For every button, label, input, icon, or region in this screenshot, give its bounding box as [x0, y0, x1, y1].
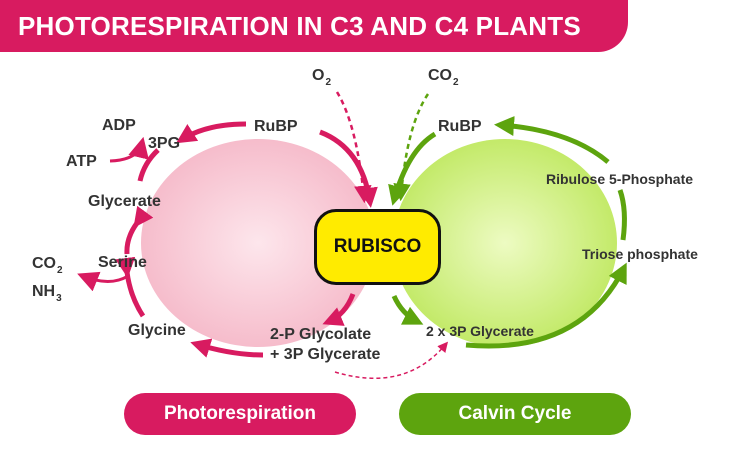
- label-nh3-out: NH3: [32, 283, 62, 304]
- photorespiration-pill-label: Photorespiration: [163, 403, 316, 424]
- photorespiration-pill: Photorespiration: [124, 393, 356, 435]
- calvin-blob: [393, 139, 617, 347]
- title-banner: PHOTORESPIRATION IN C3 AND C4 PLANTS: [0, 0, 628, 52]
- label-triose-phosphate: Triose phosphate: [582, 246, 698, 262]
- cycle-arc-glycerate-serine: [124, 205, 154, 255]
- label-rubp-right: RuBP: [438, 118, 482, 135]
- label-atp: ATP: [66, 153, 97, 170]
- calvin-cycle-pill: Calvin Cycle: [399, 393, 631, 435]
- calvin-arc-glycerate-to-triose: [465, 262, 627, 349]
- glycerate-transfer-arrow: [334, 341, 449, 379]
- label-o2-input: O2: [312, 67, 332, 88]
- cycle-arc-rubp-to-3pg: [175, 121, 247, 144]
- calvin-arc-triose-to-ribulose: [617, 189, 627, 241]
- calvin-arc-ribulose-to-rubp: [494, 116, 610, 164]
- label-3pg: 3PG: [148, 135, 181, 152]
- label-ribulose-5-phosphate: Ribulose 5-Phosphate: [546, 171, 694, 187]
- cycle-arc-serine-glycine: [115, 256, 146, 318]
- label-glycolate: 2-P Glycolate: [270, 326, 372, 343]
- side-arrow-co2-release: [77, 271, 129, 292]
- calvin-cycle-pill-label: Calvin Cycle: [458, 403, 572, 424]
- rubisco-label: RUBISCO: [333, 236, 422, 257]
- rubisco-box: RUBISCO: [314, 209, 441, 285]
- co2-input-arrow: [393, 93, 430, 202]
- label-co2-input: CO2: [428, 67, 459, 88]
- label-glycolate-glycerate: + 3P Glycerate: [270, 346, 381, 363]
- calvin-arrow-rubisco-to-glycerate: [391, 294, 424, 325]
- o2-input-arrow: [335, 91, 372, 204]
- page-title: PHOTORESPIRATION IN C3 AND C4 PLANTS: [18, 11, 581, 41]
- label-serine: Serine: [98, 254, 147, 271]
- side-arrow-atp-adp: [109, 136, 149, 163]
- cycle-arc-3pg-glycerate: [137, 148, 160, 182]
- cycle-arc-glycine-glycolate: [190, 338, 264, 358]
- photorespiration-blob: [141, 139, 375, 347]
- label-rubp-left: RuBP: [254, 118, 298, 135]
- label-3p-glycerate: 2 x 3P Glycerate: [426, 323, 534, 339]
- label-glycine: Glycine: [128, 322, 186, 339]
- label-co2-out: CO2: [32, 255, 63, 276]
- label-glycerate: Glycerate: [88, 193, 161, 210]
- label-adp: ADP: [102, 117, 136, 134]
- cycle-arrow-rubisco-to-glycolate: [322, 293, 356, 326]
